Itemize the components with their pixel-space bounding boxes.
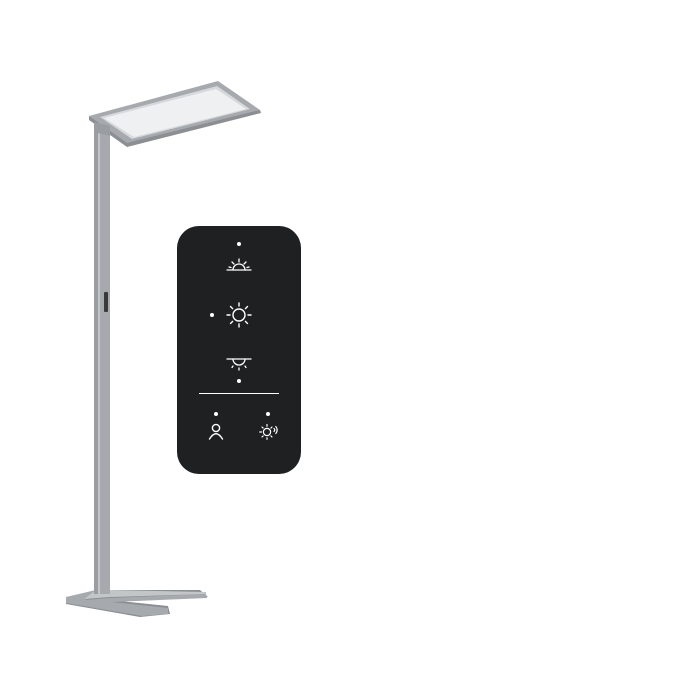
power-indicator [210, 313, 214, 317]
sunrise-icon[interactable] [225, 256, 253, 274]
presence-sensor [104, 292, 108, 312]
sun-icon[interactable] [226, 302, 252, 328]
lamp-pole [94, 128, 110, 594]
lamp-head [89, 81, 261, 147]
daylight-sensor-icon[interactable] [259, 422, 279, 440]
daylight-indicator [266, 412, 270, 416]
brightness-down-indicator [237, 379, 241, 383]
panel-divider [199, 393, 279, 394]
presence-indicator [214, 412, 218, 416]
person-icon[interactable] [208, 423, 224, 440]
touch-control-panel [177, 226, 301, 474]
brightness-up-indicator [237, 242, 241, 246]
lamp-base [66, 590, 208, 617]
sunset-icon[interactable] [225, 356, 253, 372]
